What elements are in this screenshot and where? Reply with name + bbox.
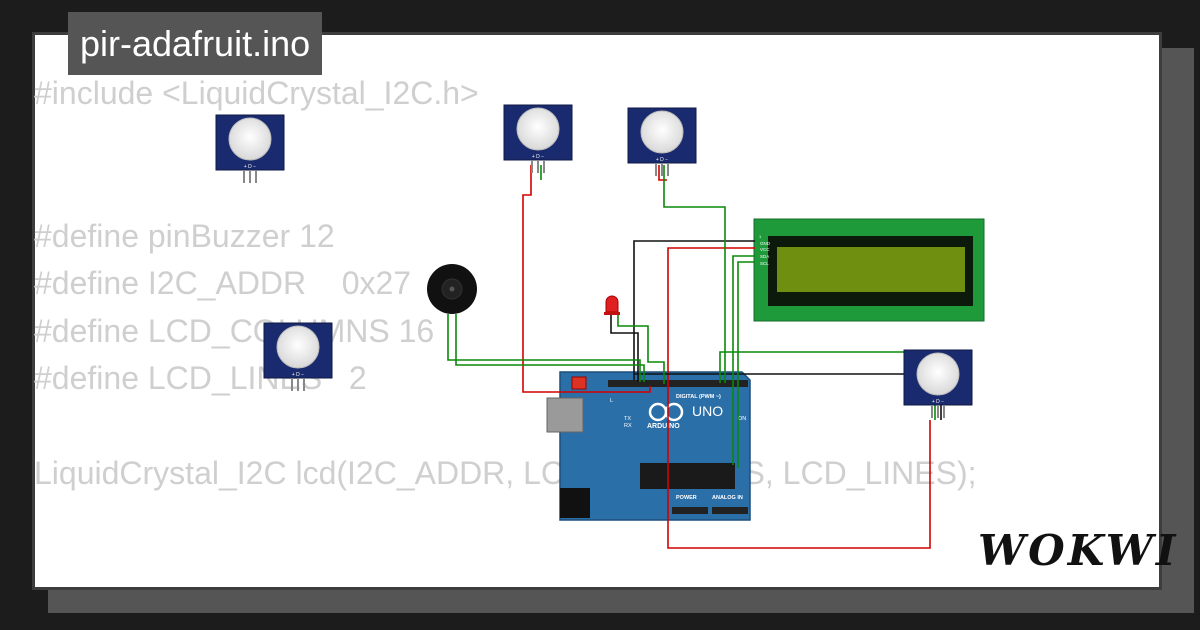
rx-label: RX: [624, 423, 632, 429]
pir-motion-sensor-1[interactable]: + D −: [215, 114, 285, 183]
on-label: ON: [738, 416, 746, 422]
lcd-pin-vcc: VCC: [760, 247, 770, 252]
reset-button: [571, 376, 587, 390]
power-label: POWER: [676, 495, 697, 501]
analog-label: ANALOG IN: [712, 495, 743, 501]
tx-label: TX: [624, 416, 631, 422]
pir-motion-sensor-3[interactable]: + D −: [627, 107, 697, 176]
wokwi-logo: WOKWI: [978, 526, 1179, 575]
lcd-pin-sda: SDA: [760, 254, 769, 259]
project-filename-tab: pir-adafruit.ino: [68, 12, 323, 75]
power-header: [672, 507, 708, 514]
pir-motion-sensor-2[interactable]: + D −: [503, 104, 573, 173]
code-background: #include <LiquidCrystal_I2C.h> #define p…: [34, 75, 977, 491]
pir-motion-sensor-5[interactable]: + D −: [903, 349, 973, 418]
power-jack: [560, 488, 590, 518]
board-brand-label: ARDUINO: [647, 423, 680, 430]
digital-header: [608, 380, 748, 387]
svg-text:+ D −: + D −: [656, 157, 668, 163]
lcd-1602-i2c[interactable]: 1 GND VCC SDA SCL: [753, 218, 985, 322]
board-name-label: UNO: [692, 403, 723, 419]
arduino-uno-board[interactable]: UNO ARDUINO DIGITAL (PWM ~) TX RX ON L P…: [546, 371, 751, 521]
lcd-pin-gnd: GND: [760, 241, 771, 246]
atmega-chip: [640, 463, 735, 489]
svg-text:1: 1: [759, 234, 762, 239]
analog-header: [712, 507, 748, 514]
red-led[interactable]: [604, 295, 620, 315]
piezo-buzzer[interactable]: [427, 264, 477, 314]
svg-text:+ D −: + D −: [932, 399, 944, 405]
svg-text:+ D −: + D −: [292, 372, 304, 378]
usb-port: [546, 397, 584, 433]
digital-label: DIGITAL (PWM ~): [676, 394, 721, 400]
lcd-screen: [777, 247, 965, 292]
svg-text:+ D −: + D −: [244, 164, 256, 170]
lcd-pin-scl: SCL: [760, 261, 769, 266]
l-label: L: [610, 398, 613, 404]
svg-text:+ D −: + D −: [532, 154, 544, 160]
pir-motion-sensor-4[interactable]: + D −: [263, 322, 333, 391]
